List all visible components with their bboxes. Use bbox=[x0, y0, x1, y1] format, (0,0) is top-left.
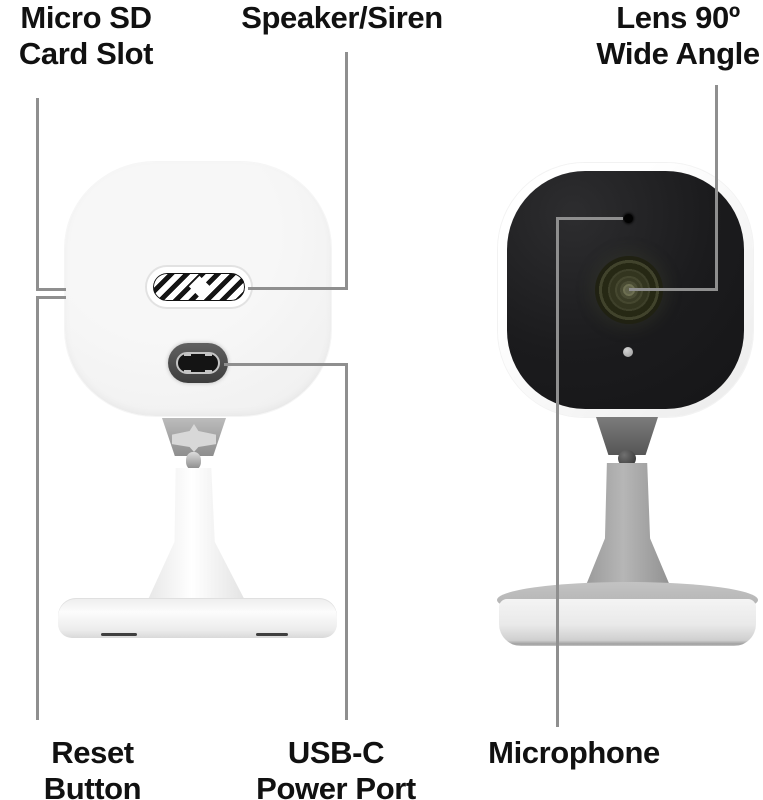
status-led bbox=[623, 347, 633, 357]
base-slot-right bbox=[256, 633, 288, 636]
callout-label-reset-button: Reset Button bbox=[20, 735, 165, 800]
leader-line-microphone-horizontal bbox=[556, 217, 623, 220]
leader-line-lens-vertical bbox=[715, 85, 718, 291]
callout-label-micro-sd-card-slot: Micro SD Card Slot bbox=[0, 0, 172, 72]
leader-line-reset-vertical bbox=[36, 296, 39, 720]
leader-line-usb-c-vertical bbox=[345, 363, 348, 720]
callout-label-microphone: Microphone bbox=[474, 735, 674, 771]
label-line: Reset bbox=[51, 735, 134, 770]
label-line: Lens 90º bbox=[616, 0, 740, 35]
usb-c-pin bbox=[205, 353, 212, 356]
callout-label-speaker-siren: Speaker/Siren bbox=[237, 0, 447, 36]
label-line: USB-C bbox=[287, 735, 385, 770]
label-line: Microphone bbox=[488, 735, 660, 770]
usb-c-pin bbox=[184, 370, 191, 373]
stand-neck-back bbox=[146, 468, 246, 602]
label-line: Micro SD bbox=[20, 0, 152, 35]
label-line: Speaker/Siren bbox=[241, 0, 443, 35]
leader-line-speaker-vertical bbox=[345, 52, 348, 290]
label-line: Power Port bbox=[256, 771, 416, 800]
leader-line-micro-sd-horizontal bbox=[36, 288, 66, 291]
base-slot-left bbox=[101, 633, 137, 636]
usb-c-pin bbox=[205, 370, 212, 373]
stand-ball-pin-front bbox=[618, 450, 636, 467]
stand-ball-pin-back bbox=[186, 452, 201, 470]
leader-line-lens-horizontal bbox=[629, 288, 718, 291]
label-line: Card Slot bbox=[18, 36, 154, 71]
leader-line-speaker-horizontal bbox=[248, 287, 348, 290]
callout-label-usb-c-power-port: USB-C Power Port bbox=[248, 735, 424, 800]
label-line: Button bbox=[43, 771, 142, 800]
usb-c-port bbox=[168, 343, 228, 383]
stand-base-back bbox=[58, 598, 337, 638]
leader-line-reset-horizontal bbox=[36, 296, 66, 299]
stand-neck-front bbox=[580, 463, 676, 600]
callout-label-lens-wide-angle: Lens 90º Wide Angle bbox=[593, 0, 763, 72]
leader-line-usb-c-horizontal bbox=[224, 363, 348, 366]
label-line: Wide Angle bbox=[596, 36, 760, 71]
usb-c-port-cavity bbox=[176, 352, 220, 374]
usb-c-pin bbox=[184, 353, 191, 356]
leader-line-microphone-vertical bbox=[556, 217, 559, 727]
microphone-hole bbox=[624, 214, 633, 223]
stand-base-side-front bbox=[499, 599, 756, 646]
leader-line-micro-sd-vertical bbox=[36, 98, 39, 291]
